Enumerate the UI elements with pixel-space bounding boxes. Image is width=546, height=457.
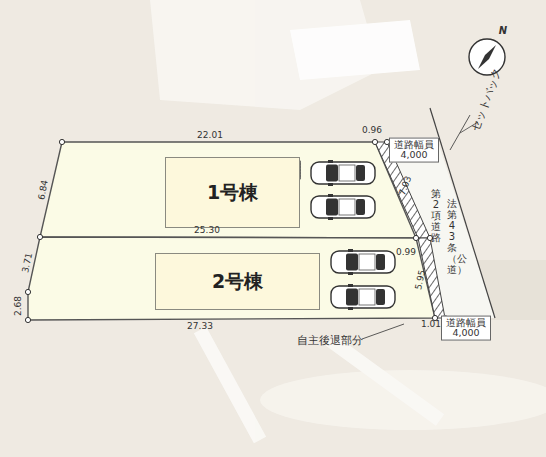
building-footprint: 1号棟 — [165, 157, 300, 228]
dimension: 27.33 — [187, 322, 213, 332]
dimension: 0.96 — [362, 126, 382, 136]
car-icon — [311, 160, 375, 186]
setback-note: セットバック — [470, 67, 504, 133]
car-icon — [331, 249, 395, 275]
parcels — [28, 142, 435, 320]
dimension: 7.03 — [398, 175, 414, 197]
road-type-note: 第2項道路 — [431, 188, 441, 243]
dimension: 22.01 — [197, 131, 223, 141]
road-width-box: 道路幅員 4,000 — [389, 138, 439, 163]
dimension: 5.95 — [414, 269, 428, 291]
car-icon — [311, 194, 375, 220]
building-label: 2号棟 — [212, 269, 263, 295]
road-type-note: 法第43条（公道） — [447, 198, 457, 275]
dimension: 3.71 — [21, 252, 35, 274]
building-footprint: 2号棟 — [155, 253, 320, 310]
north-mark: N — [499, 25, 507, 36]
dimension: 0.99 — [396, 248, 416, 258]
dimension: 2.68 — [14, 296, 24, 316]
dimension: 1.01 — [421, 320, 441, 330]
road-width-box: 道路幅員 4,000 — [441, 316, 491, 341]
boundary-marker — [25, 139, 447, 322]
leader-line — [362, 115, 470, 339]
car-icon — [331, 284, 395, 310]
dimension: 6.84 — [37, 179, 50, 200]
setback-note: 自主後退部分 — [297, 335, 363, 347]
building-label: 1号棟 — [207, 180, 258, 206]
dimension: 25.30 — [194, 226, 220, 236]
